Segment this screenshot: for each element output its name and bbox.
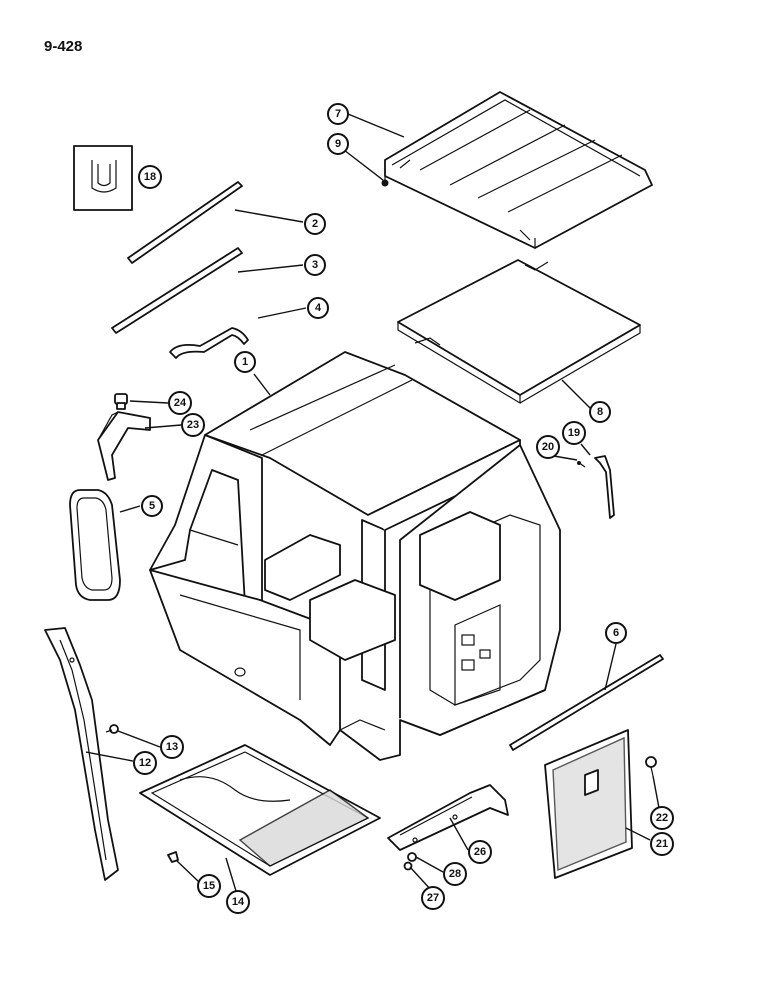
callout-19-label: 19 — [568, 427, 580, 439]
callout-18: 18 — [138, 165, 162, 189]
callout-5: 5 — [141, 495, 163, 517]
callout-22-label: 22 — [656, 812, 668, 824]
clip-inset-part — [73, 145, 133, 211]
callout-28: 28 — [443, 862, 467, 886]
callout-23: 23 — [181, 413, 205, 437]
callout-26: 26 — [468, 840, 492, 864]
callout-7: 7 — [327, 103, 349, 125]
callout-1: 1 — [234, 351, 256, 373]
callout-9: 9 — [327, 133, 349, 155]
callout-6-label: 6 — [613, 627, 619, 639]
callout-8-label: 8 — [597, 406, 603, 418]
callout-21: 21 — [650, 832, 674, 856]
seal-strip-part-2 — [127, 181, 243, 264]
callout-22: 22 — [650, 806, 674, 830]
callout-20-label: 20 — [542, 441, 554, 453]
callout-15-label: 15 — [203, 880, 215, 892]
washer-28-part — [407, 852, 417, 862]
callout-26-label: 26 — [474, 846, 486, 858]
callout-13: 13 — [160, 735, 184, 759]
callout-1-label: 1 — [242, 356, 248, 368]
callout-19: 19 — [562, 421, 586, 445]
callout-21-label: 21 — [656, 838, 668, 850]
knob-part — [114, 393, 128, 410]
bracket-26-part — [387, 784, 509, 851]
callout-13-label: 13 — [166, 741, 178, 753]
callout-20: 20 — [536, 435, 560, 459]
callout-14-label: 14 — [232, 896, 245, 908]
callout-4-label: 4 — [315, 302, 322, 314]
callout-6: 6 — [605, 622, 627, 644]
cab-frame-part — [149, 351, 561, 761]
fastener-22-part — [645, 756, 657, 777]
screw-part — [381, 176, 389, 187]
window-seal-part — [69, 489, 121, 601]
screw-13-part — [105, 724, 119, 734]
callout-14: 14 — [226, 890, 250, 914]
callout-2: 2 — [304, 213, 326, 235]
callout-23-label: 23 — [187, 419, 199, 431]
rod-19-part — [594, 455, 615, 519]
callout-18-label: 18 — [144, 171, 156, 183]
callout-12-label: 12 — [139, 757, 151, 769]
callout-27-label: 27 — [427, 892, 439, 904]
callout-3-label: 3 — [312, 259, 318, 271]
bracket-handle-part — [97, 411, 151, 481]
roof-panel-part — [384, 91, 653, 249]
floor-mat-part — [139, 744, 381, 876]
callout-24-label: 24 — [174, 397, 187, 409]
callout-7-label: 7 — [335, 108, 341, 120]
page-label: 9-428 — [44, 38, 83, 55]
pin-15-part — [167, 851, 179, 863]
callout-15: 15 — [197, 874, 221, 898]
screw-20-part — [577, 461, 586, 468]
side-panel-21-part — [544, 729, 633, 879]
callout-3: 3 — [304, 254, 326, 276]
callout-8: 8 — [589, 401, 611, 423]
seal-strip-part-4 — [169, 327, 249, 359]
seal-strip-part-3 — [111, 247, 243, 334]
side-trim-part — [44, 627, 119, 881]
callout-24: 24 — [168, 391, 192, 415]
leader-lines — [85, 113, 660, 892]
callout-5-label: 5 — [149, 500, 155, 512]
callout-28-label: 28 — [449, 868, 461, 880]
callout-2-label: 2 — [312, 218, 318, 230]
headliner-panel-part — [397, 259, 641, 405]
callout-12: 12 — [133, 751, 157, 775]
callout-9-label: 9 — [335, 138, 341, 150]
strip-6-part — [509, 654, 664, 751]
callout-4: 4 — [307, 297, 329, 319]
callout-27: 27 — [421, 886, 445, 910]
